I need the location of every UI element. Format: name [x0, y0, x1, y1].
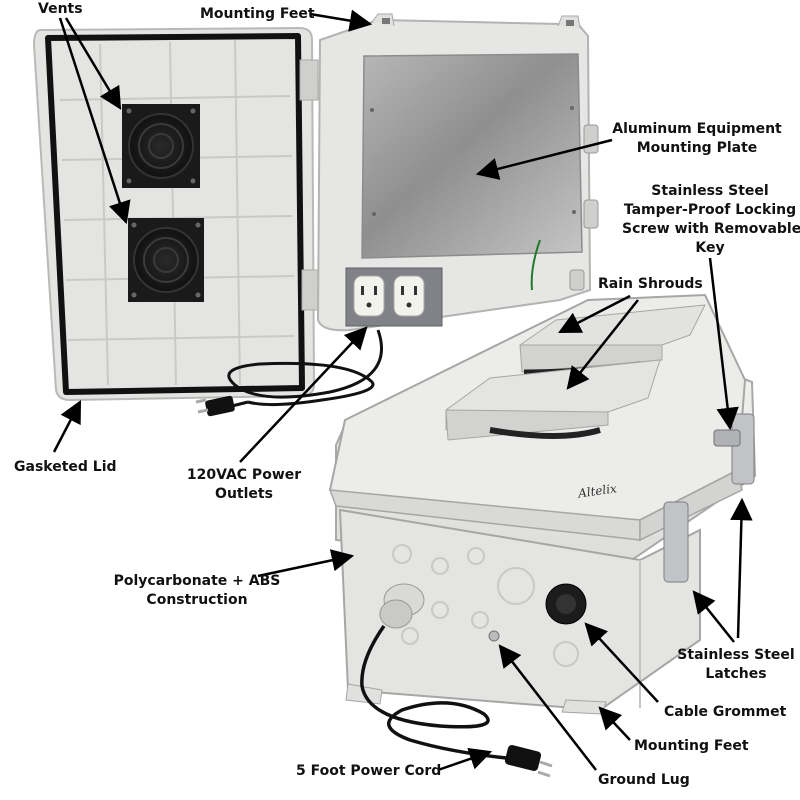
cord-gland	[379, 583, 425, 629]
arrow-aluminum-plate	[475, 138, 613, 180]
arrow-latches-1	[730, 497, 753, 639]
power-cord-top	[195, 329, 383, 417]
vent-fan-top	[122, 104, 200, 188]
arrow-vents-1	[64, 17, 122, 110]
aluminum-plate	[361, 53, 583, 259]
label-aluminum-plate: Aluminum Equipment Mounting Plate	[612, 120, 782, 158]
arrow-mounting-feet-bottom	[598, 706, 631, 741]
label-mounting-feet-top-text: Mounting Feet	[200, 6, 315, 22]
arrow-cable-grommet	[584, 622, 659, 703]
label-latches-line2: Latches	[705, 666, 767, 682]
label-cable-grommet: Cable Grommet	[664, 703, 786, 722]
label-rain-shrouds: Rain Shrouds	[598, 275, 703, 294]
power-cord-front	[360, 624, 553, 778]
hinges	[299, 59, 321, 311]
label-vents-text: Vents	[38, 1, 83, 17]
arrow-locking-screw	[708, 257, 739, 431]
arrow-rain-shroud-2	[566, 299, 639, 390]
label-power-outlets: 120VAC Power Outlets	[176, 466, 312, 504]
label-locking-screw-line3: Screw with Removable	[622, 221, 800, 237]
label-aluminum-plate-line1: Aluminum Equipment	[612, 121, 782, 137]
label-vents: Vents	[38, 0, 83, 19]
label-aluminum-plate-line2: Mounting Plate	[636, 140, 758, 156]
label-mounting-feet-top: Mounting Feet	[200, 5, 315, 24]
arrow-construction	[257, 549, 355, 578]
label-rain-shrouds-text: Rain Shrouds	[598, 276, 703, 292]
power-outlets	[345, 267, 443, 327]
ground-wire	[530, 239, 541, 291]
label-locking-screw-line2: Tamper-Proof Locking	[623, 202, 797, 218]
label-power-outlets-line1: 120VAC Power	[186, 467, 302, 483]
label-mounting-feet-bottom-text: Mounting Feet	[634, 738, 749, 754]
latches	[663, 413, 755, 583]
label-latches: Stainless Steel Latches	[672, 646, 800, 684]
vent-fan-bottom	[128, 218, 204, 302]
label-construction: Polycarbonate + ABS Construction	[104, 572, 290, 610]
ground-lug	[488, 630, 500, 642]
label-construction-line2: Construction	[146, 592, 248, 608]
arrow-ground-lug	[498, 644, 597, 771]
open-base	[316, 13, 599, 332]
label-ground-lug-text: Ground Lug	[598, 772, 690, 788]
label-power-outlets-line2: Outlets	[215, 486, 273, 502]
label-power-cord: 5 Foot Power Cord	[296, 762, 441, 781]
label-gasketed-lid-text: Gasketed Lid	[14, 459, 117, 475]
label-construction-line1: Polycarbonate + ABS	[113, 573, 281, 589]
label-locking-screw-line4: Key	[695, 240, 725, 256]
arrow-vents-2	[58, 17, 131, 225]
arrow-rain-shroud-1	[557, 294, 631, 334]
label-locking-screw-line1: Stainless Steel	[651, 183, 769, 199]
label-mounting-feet-bottom: Mounting Feet	[634, 737, 749, 756]
rain-shroud-bottom	[445, 359, 661, 441]
arrow-gasketed-lid	[52, 400, 82, 453]
label-ground-lug: Ground Lug	[598, 771, 690, 790]
arrow-power-outlets	[239, 326, 368, 463]
label-locking-screw: Stainless Steel Tamper-Proof Locking Scr…	[622, 182, 800, 258]
label-gasketed-lid: Gasketed Lid	[14, 458, 117, 477]
closed-enclosure	[328, 293, 757, 715]
label-cable-grommet-text: Cable Grommet	[664, 704, 787, 720]
knockouts	[392, 544, 579, 667]
cable-grommet	[545, 583, 587, 625]
arrow-mounting-feet-top	[309, 9, 373, 32]
lid-gasket	[45, 33, 305, 395]
open-lid	[32, 26, 321, 402]
label-latches-line1: Stainless Steel	[677, 647, 795, 663]
arrow-latches-2	[692, 590, 735, 643]
arrow-power-cord	[437, 747, 493, 772]
callout-arrows	[52, 9, 753, 772]
label-power-cord-text: 5 Foot Power Cord	[296, 763, 442, 779]
